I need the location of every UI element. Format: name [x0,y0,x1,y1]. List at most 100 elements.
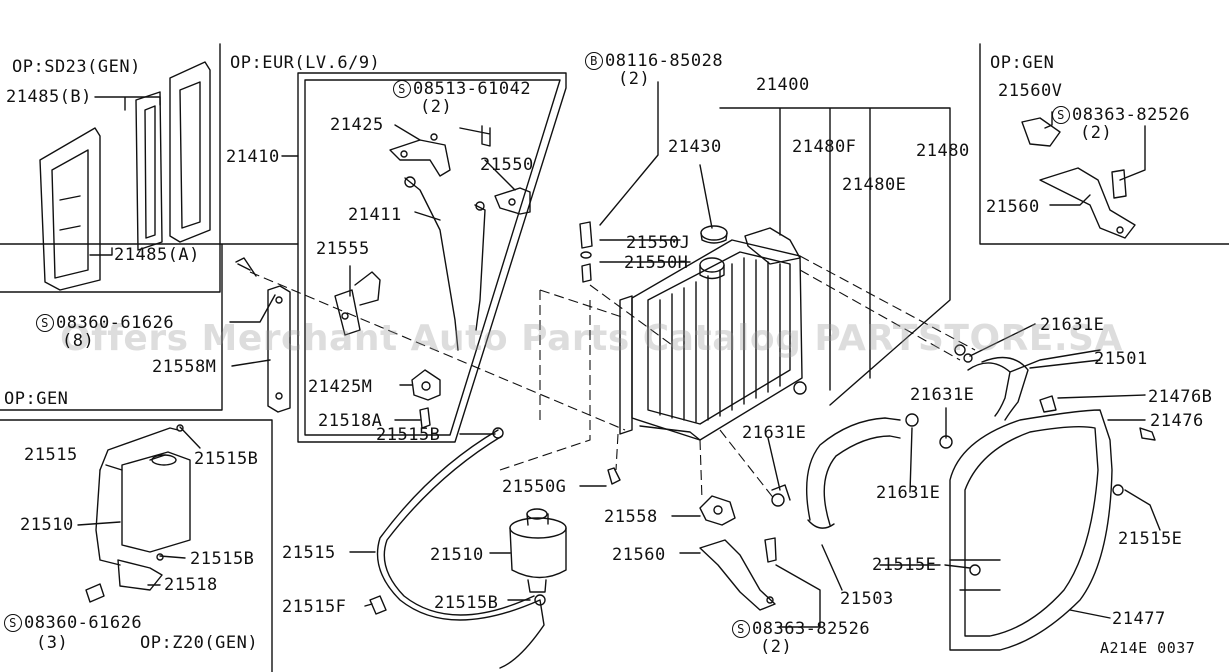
reservoir-21510-mid-drawing [509,508,567,593]
bracket-21560-mid-drawing [699,537,777,611]
part-label-21560v: 21560V [998,81,1063,101]
part-label-21425: 21425 [330,115,384,135]
shroud-21477-drawing [949,395,1156,651]
part-label-21515b-left: 21515B [194,449,259,469]
reservoir-21510-left-drawing [85,424,191,603]
part-label-21560-right: 21560 [986,197,1040,217]
frame-gen-right [979,43,1229,245]
part-label-21631e-c: 21631E [876,483,941,503]
bar-21558m-drawing [235,257,291,413]
symbol-s-badge: S [4,614,22,632]
section-label-gen-right: OP:GEN [990,53,1055,73]
part-label-21480f: 21480F [792,137,857,157]
part-label-21558: 21558 [604,507,658,527]
bolt-qty: (3) [36,633,69,653]
symbol-s-badge: S [1052,106,1070,124]
part-label-21503: 21503 [840,589,894,609]
bolt-number: 08360-61626 [56,313,175,333]
hose-21501-drawing [954,344,1101,421]
part-label-21550j: 21550J [626,233,691,253]
part-label-21501: 21501 [1094,349,1148,369]
radiator-21400-drawing [607,227,807,485]
part-label-21485a: 21485(A) [114,245,200,265]
bracket-21558-drawing [699,495,736,526]
part-label-21515f: 21515F [282,597,347,617]
part-label-21430: 21430 [668,137,722,157]
part-label-21400: 21400 [756,75,810,95]
hose-21515-drawing [369,427,546,669]
frame-z20 [0,419,273,672]
part-label-21515b-top: 21515B [376,425,441,445]
symbol-s-badge: S [36,314,54,332]
frame-eur-inner [304,79,561,436]
symbol-b-badge: B [585,52,603,70]
part-label-21515b-left-2: 21515B [190,549,255,569]
drain-parts-drawing [579,221,593,283]
bracket-21550-drawing [494,187,531,215]
part-label-21558m: 21558M [152,357,217,377]
frame-eur-outer [297,72,567,443]
section-label-sd23: OP:SD23(GEN) [12,57,141,77]
shroud-21485b-drawing [135,61,211,251]
diagram-code: A214E 0037 [1100,639,1196,657]
bolt-number: 08363-82526 [1072,105,1191,125]
bolt-21518a-drawing [419,407,431,429]
cap-21430-drawing [700,225,728,244]
part-label-21550: 21550 [480,155,534,175]
bolt-number: 08363-82526 [752,619,871,639]
part-label-21510-mid: 21510 [430,545,484,565]
part-label-21518: 21518 [164,575,218,595]
bolt-qty: (2) [1080,123,1113,143]
bolt-number: 08360-61626 [24,613,143,633]
frame-sd23 [0,43,221,293]
section-label-eur: OP:EUR(LV.6/9) [230,53,381,73]
part-label-21550g: 21550G [502,477,567,497]
hose-21503-drawing [805,417,901,529]
part-label-21515e-m: 21515E [872,555,937,575]
part-label-21476: 21476 [1150,411,1204,431]
part-label-21631e-a: 21631E [910,385,975,405]
watermark-text: Offers Merchant Auto Parts Catalog PARTS… [60,318,1123,359]
part-label-21510-left: 21510 [20,515,74,535]
bolt-qty: (2) [420,97,453,117]
section-label-z20: OP:Z20(GEN) [140,633,259,653]
part-label-21480e: 21480E [842,175,907,195]
part-label-21425m: 21425M [308,377,373,397]
bolt-number: 08513-61042 [413,79,532,99]
part-label-21560-mid: 21560 [612,545,666,565]
shroud-21485a-drawing [39,127,101,291]
part-label-21631e-top: 21631E [1040,315,1105,335]
part-label-21480: 21480 [916,141,970,161]
section-label-gen-left: OP:GEN [4,389,69,409]
bracket-21425-drawing [389,125,491,177]
part-label-21515e-r: 21515E [1118,529,1183,549]
part-label-21515-mid: 21515 [282,543,336,563]
mount-21425m-drawing [411,369,441,401]
part-label-21550h: 21550H [624,253,689,273]
bracket-21560-right-drawing [1021,117,1136,239]
part-label-21477: 21477 [1112,609,1166,629]
plate-21555-drawing [334,271,381,336]
part-label-21410: 21410 [226,147,280,167]
bolt-qty: (2) [760,637,793,657]
part-label-21518a: 21518A [318,411,383,431]
part-label-21515b-bot: 21515B [434,593,499,613]
part-label-21631e-b: 21631E [742,423,807,443]
bolt-number: 08116-85028 [605,51,724,71]
symbol-s-badge: S [393,80,411,98]
rod-21411-drawing [404,176,486,351]
symbol-s-badge: S [732,620,750,638]
part-label-21485b: 21485(B) [6,87,92,107]
part-label-21476b: 21476B [1148,387,1213,407]
part-label-21411: 21411 [348,205,402,225]
frame-gen-left [0,243,299,411]
part-label-21515-left: 21515 [24,445,78,465]
